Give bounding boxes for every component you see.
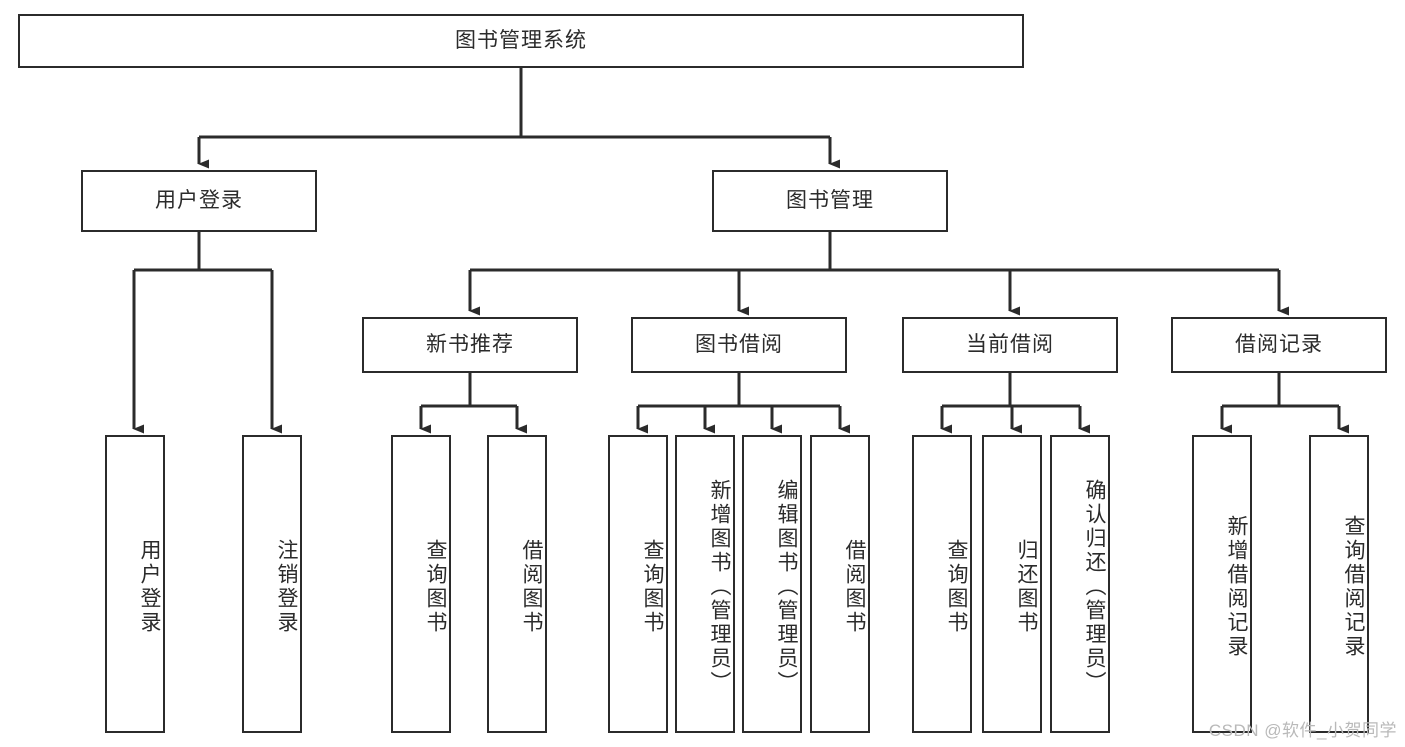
node-leaf-query-book-2[interactable]: 查询图书 <box>608 435 668 733</box>
node-new-book-recommend[interactable]: 新书推荐 <box>362 317 578 373</box>
node-book-borrow-label: 图书借阅 <box>695 333 783 357</box>
node-leaf-borrow-book-1-label: 借阅图书 <box>520 539 543 635</box>
node-leaf-user-login-label: 用户登录 <box>138 539 161 635</box>
node-leaf-query-book-1-label: 查询图书 <box>424 539 447 635</box>
node-leaf-user-login[interactable]: 用户登录 <box>105 435 165 733</box>
node-leaf-query-record[interactable]: 查询借阅记录 <box>1309 435 1369 733</box>
node-user-login-label: 用户登录 <box>155 189 243 213</box>
node-leaf-confirm-return-label: 确认归还（管理员） <box>1083 479 1106 695</box>
node-book-manage[interactable]: 图书管理 <box>712 170 948 232</box>
node-leaf-query-book-2-label: 查询图书 <box>641 539 664 635</box>
node-leaf-edit-book-label: 编辑图书（管理员） <box>775 479 798 695</box>
node-root[interactable]: 图书管理系统 <box>18 14 1024 68</box>
node-leaf-borrow-book-2[interactable]: 借阅图书 <box>810 435 870 733</box>
node-leaf-confirm-return[interactable]: 确认归还（管理员） <box>1050 435 1110 733</box>
node-leaf-borrow-book-2-label: 借阅图书 <box>843 539 866 635</box>
node-book-manage-label: 图书管理 <box>786 189 874 213</box>
node-leaf-add-book-label: 新增图书（管理员） <box>708 479 731 695</box>
node-leaf-query-book-1[interactable]: 查询图书 <box>391 435 451 733</box>
node-leaf-add-record-label: 新增借阅记录 <box>1225 515 1248 659</box>
node-leaf-add-book[interactable]: 新增图书（管理员） <box>675 435 735 733</box>
node-borrow-record[interactable]: 借阅记录 <box>1171 317 1387 373</box>
node-current-borrow-label: 当前借阅 <box>966 333 1054 357</box>
node-leaf-query-record-label: 查询借阅记录 <box>1342 515 1365 659</box>
node-leaf-query-book-3-label: 查询图书 <box>945 539 968 635</box>
node-book-borrow[interactable]: 图书借阅 <box>631 317 847 373</box>
node-leaf-edit-book[interactable]: 编辑图书（管理员） <box>742 435 802 733</box>
node-leaf-borrow-book-1[interactable]: 借阅图书 <box>487 435 547 733</box>
node-new-book-recommend-label: 新书推荐 <box>426 333 514 357</box>
node-leaf-user-logout[interactable]: 注销登录 <box>242 435 302 733</box>
node-leaf-add-record[interactable]: 新增借阅记录 <box>1192 435 1252 733</box>
node-borrow-record-label: 借阅记录 <box>1235 333 1323 357</box>
node-current-borrow[interactable]: 当前借阅 <box>902 317 1118 373</box>
node-leaf-user-logout-label: 注销登录 <box>275 539 298 635</box>
node-root-label: 图书管理系统 <box>455 29 587 53</box>
node-user-login[interactable]: 用户登录 <box>81 170 317 232</box>
node-leaf-return-book-label: 归还图书 <box>1015 539 1038 635</box>
node-leaf-query-book-3[interactable]: 查询图书 <box>912 435 972 733</box>
node-leaf-return-book[interactable]: 归还图书 <box>982 435 1042 733</box>
